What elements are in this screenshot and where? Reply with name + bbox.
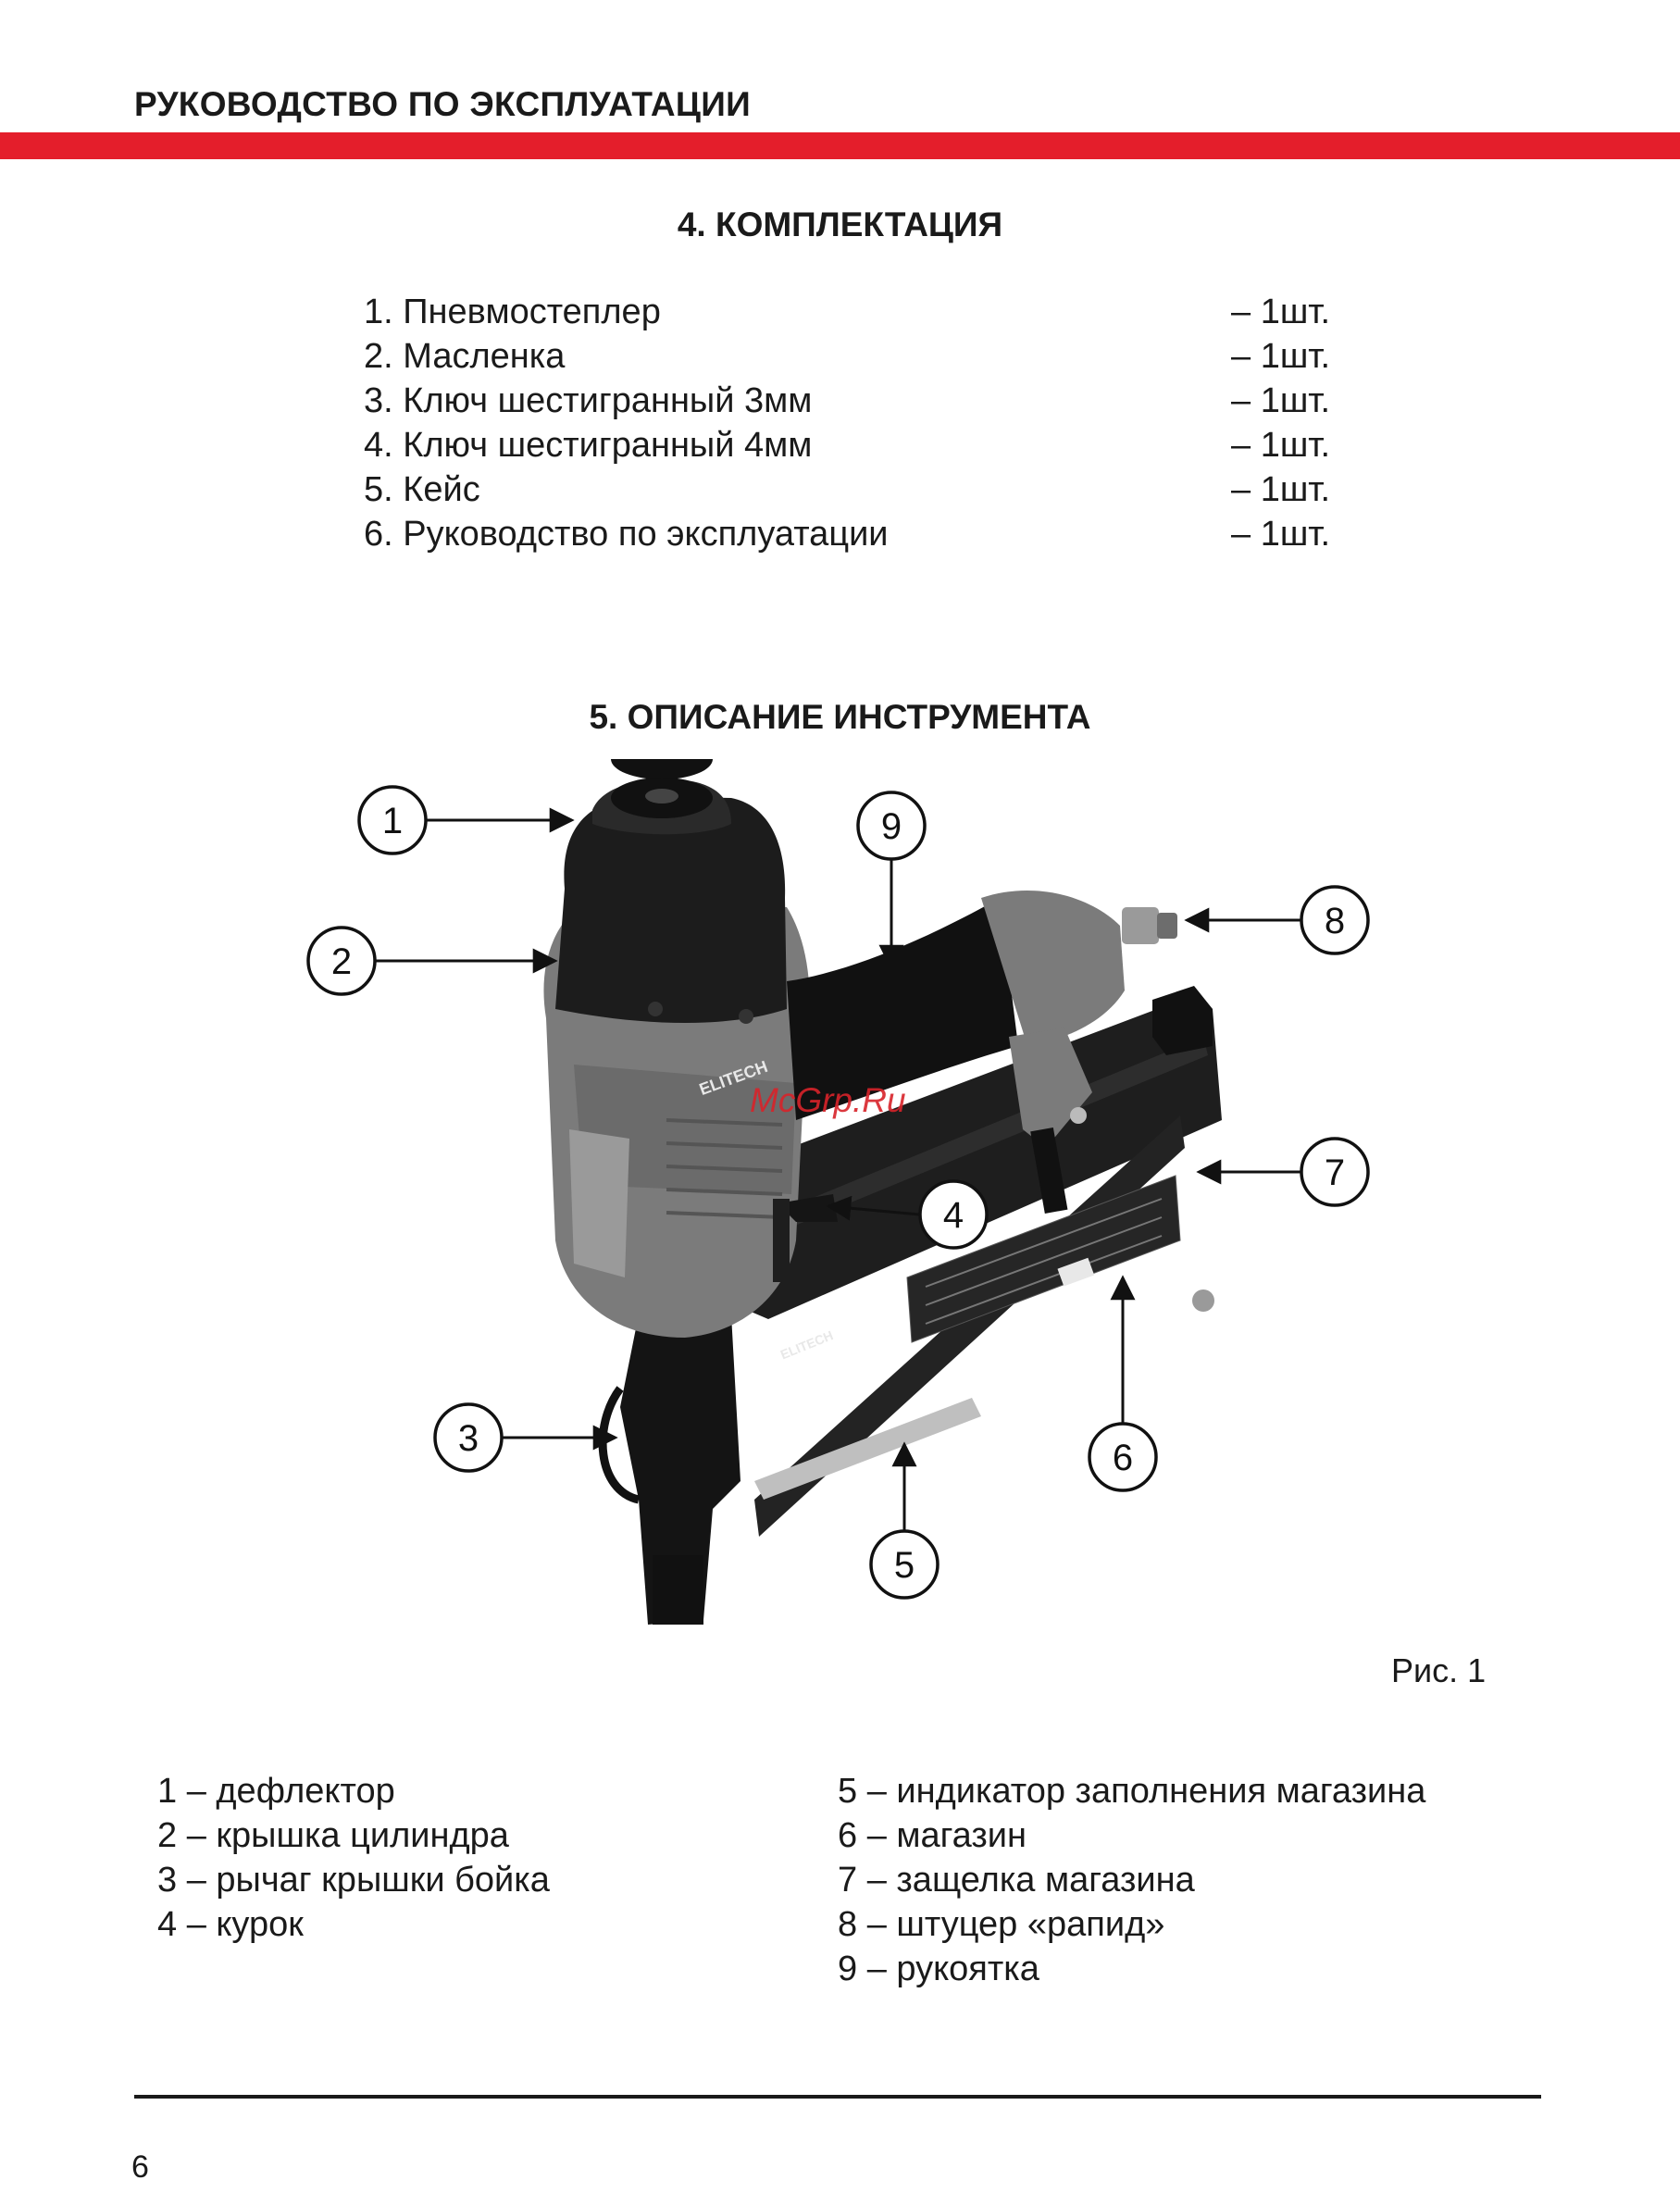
kit-item-qty: – 1шт. bbox=[1231, 337, 1331, 376]
trigger-drawing bbox=[773, 1194, 838, 1282]
callout-2-number: 2 bbox=[331, 941, 352, 982]
legend-item: 2 – крышка цилиндра bbox=[157, 1816, 509, 1855]
nail-gun-figure: ELITECH ELITECH 1 2 3 4 5 6 7 8 bbox=[306, 759, 1370, 1625]
page-number: 6 bbox=[131, 2149, 149, 2185]
header-red-bar bbox=[0, 132, 1680, 159]
kit-item-name: 5. Кейс bbox=[364, 470, 480, 509]
kit-item-name: 3. Ключ шестигранный 3мм bbox=[364, 381, 813, 420]
section-4-title: 4. КОМПЛЕКТАЦИЯ bbox=[677, 206, 1003, 243]
legend-item: 7 – защелка магазина bbox=[838, 1861, 1195, 1900]
callout-3: 3 bbox=[433, 1402, 618, 1473]
kit-item-name: 1. Пневмостеплер bbox=[364, 293, 661, 331]
nose-drawing bbox=[598, 1301, 740, 1625]
callout-5-number: 5 bbox=[894, 1545, 915, 1586]
callout-8: 8 bbox=[1184, 885, 1370, 955]
legend-item: 4 – курок bbox=[157, 1905, 304, 1944]
kit-item-qty: – 1шт. bbox=[1231, 515, 1331, 554]
kit-item-name: 6. Руководство по эксплуатации bbox=[364, 515, 889, 554]
legend-item: 3 – рычаг крышки бойка bbox=[157, 1861, 550, 1900]
callout-6-number: 6 bbox=[1113, 1438, 1133, 1478]
housing-drawing bbox=[543, 759, 810, 1338]
callout-7: 7 bbox=[1196, 1137, 1370, 1207]
callout-9: 9 bbox=[856, 791, 927, 970]
section-5-title: 5. ОПИСАНИЕ ИНСТРУМЕНТА bbox=[589, 698, 1091, 736]
handle-drawing bbox=[787, 890, 1177, 1214]
callout-6: 6 bbox=[1088, 1275, 1158, 1492]
kit-item-qty: – 1шт. bbox=[1231, 470, 1331, 509]
callout-7-number: 7 bbox=[1325, 1152, 1345, 1193]
watermark: McGrp.Ru bbox=[750, 1081, 906, 1119]
legend-item: 5 – индикатор заполнения магазина bbox=[838, 1772, 1426, 1811]
callout-2: 2 bbox=[306, 926, 558, 996]
kit-item-qty: – 1шт. bbox=[1231, 293, 1331, 331]
callout-5: 5 bbox=[869, 1441, 940, 1600]
legend-item: 9 – рукоятка bbox=[838, 1950, 1039, 1988]
header-title: РУКОВОДСТВО ПО ЭКСПЛУАТАЦИИ bbox=[134, 85, 752, 123]
kit-item-name: 2. Масленка bbox=[364, 337, 566, 376]
magazine-drawing bbox=[736, 986, 1222, 1537]
kit-item-qty: – 1шт. bbox=[1231, 381, 1331, 420]
kit-item-name: 4. Ключ шестигранный 4мм bbox=[364, 426, 813, 465]
callout-1-number: 1 bbox=[382, 801, 403, 841]
callout-9-number: 9 bbox=[881, 806, 902, 847]
callout-3-number: 3 bbox=[458, 1418, 479, 1459]
callout-4: 4 bbox=[826, 1179, 989, 1250]
brand-logo-magazine: ELITECH bbox=[778, 1327, 836, 1362]
legend-item: 1 – дефлектор bbox=[157, 1772, 395, 1811]
footer-divider bbox=[134, 2095, 1541, 2099]
legend-item: 6 – магазин bbox=[838, 1816, 1027, 1855]
legend-item: 8 – штуцер «рапид» bbox=[838, 1905, 1165, 1944]
callout-1: 1 bbox=[357, 785, 575, 855]
kit-item-qty: – 1шт. bbox=[1231, 426, 1331, 465]
figure-caption: Рис. 1 bbox=[1391, 1651, 1487, 1689]
callout-8-number: 8 bbox=[1325, 901, 1345, 941]
callout-4-number: 4 bbox=[943, 1195, 964, 1236]
